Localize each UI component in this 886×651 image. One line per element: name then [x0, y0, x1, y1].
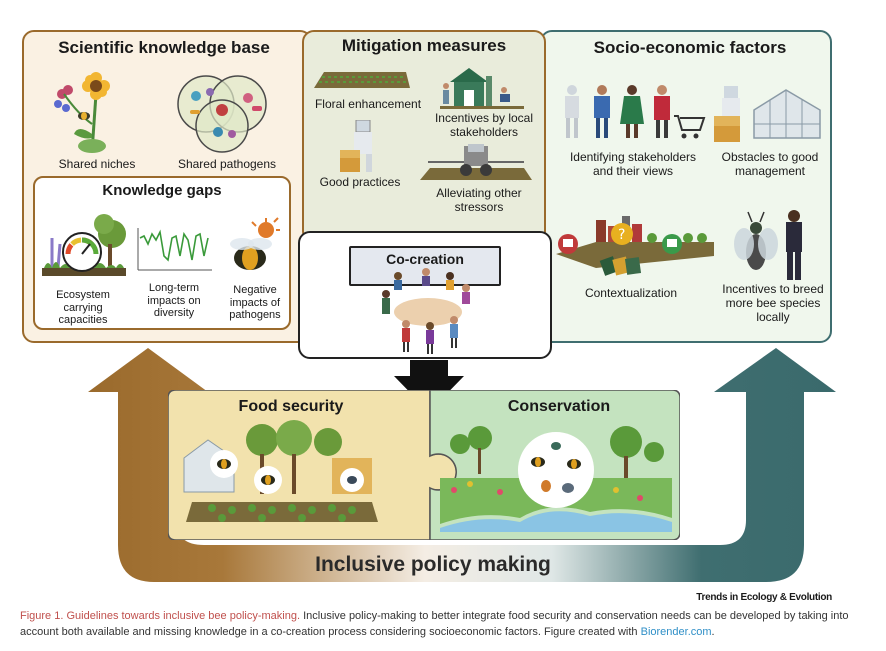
- socio-economic-panel: [540, 30, 832, 343]
- caption-body: Inclusive policy-making to better integr…: [20, 610, 849, 638]
- co-creation-title: Co-creation: [386, 251, 464, 267]
- scientific-knowledge-title: Scientific knowledge base: [58, 38, 270, 57]
- incentives-breed-label: Incentives to breed more bee species loc…: [722, 282, 824, 324]
- tractor-sprayer-icon: [420, 144, 532, 182]
- bee-person-icon: [734, 208, 814, 282]
- caption-end: .: [711, 626, 715, 638]
- long-term-impacts-label: Long-term impacts on diversity: [147, 282, 201, 319]
- people-around-table-icon: [376, 268, 480, 356]
- food-security-title: Food security: [238, 398, 344, 415]
- journal-name: Trends in Ecology & Evolution: [696, 592, 832, 603]
- stakeholders-group-icon: [560, 84, 706, 142]
- flower-bee-icon: [48, 64, 128, 156]
- conservation-title: Conservation: [507, 398, 611, 415]
- ecosystem-carrying-label: Ecosystem carrying capacities: [56, 289, 110, 326]
- diversity-line-chart-icon: [134, 226, 214, 276]
- biorender-link[interactable]: Biorender.com: [640, 626, 712, 638]
- shared-pathogens-venn-icon: [168, 72, 278, 154]
- inclusive-policy-arrow: [88, 348, 836, 582]
- shared-pathogens-label: Shared pathogens: [177, 157, 277, 171]
- negative-impacts-label: Negative impacts of pathogens: [229, 284, 281, 321]
- socio-economic-title: Socio-economic factors: [593, 38, 787, 57]
- pathogen-bee-icon: [224, 214, 284, 278]
- knowledge-gaps-title: Knowledge gaps: [102, 182, 222, 199]
- svg-text:?: ?: [618, 227, 625, 243]
- obstacles-management-label: Obstacles to good management: [721, 150, 819, 178]
- conservation-scene-icon: [440, 418, 672, 532]
- ecosystem-gauge-icon: [42, 208, 126, 282]
- beekeeper-hive-icon: [338, 120, 386, 176]
- mitigation-measures-title: Mitigation measures: [341, 36, 507, 55]
- alleviating-stressors-label: Alleviating other stressors: [436, 186, 522, 214]
- caption-figure-title: Figure 1. Guidelines towards inclusive b…: [20, 610, 301, 622]
- floral-enhancement-label: Floral enhancement: [314, 97, 422, 111]
- contextualization-landscape-icon: ?: [556, 212, 714, 278]
- figure-caption: Figure 1. Guidelines towards inclusive b…: [20, 608, 866, 640]
- hive-greenhouse-icon: [714, 84, 826, 144]
- identifying-stakeholders-label: Identifying stakeholders and their views: [569, 150, 697, 178]
- crop-field-icon: [314, 68, 410, 90]
- down-arrow-icon: [394, 360, 464, 412]
- contextualization-label: Contextualization: [584, 286, 678, 300]
- incentives-stakeholders-label: Incentives by local stakeholders: [434, 111, 534, 139]
- good-practices-label: Good practices: [319, 175, 401, 189]
- farm-stakeholders-icon: [440, 68, 524, 110]
- inclusive-policy-label: Inclusive policy making: [315, 553, 551, 576]
- shared-niches-label: Shared niches: [58, 157, 136, 171]
- food-security-scene-icon: [182, 418, 378, 530]
